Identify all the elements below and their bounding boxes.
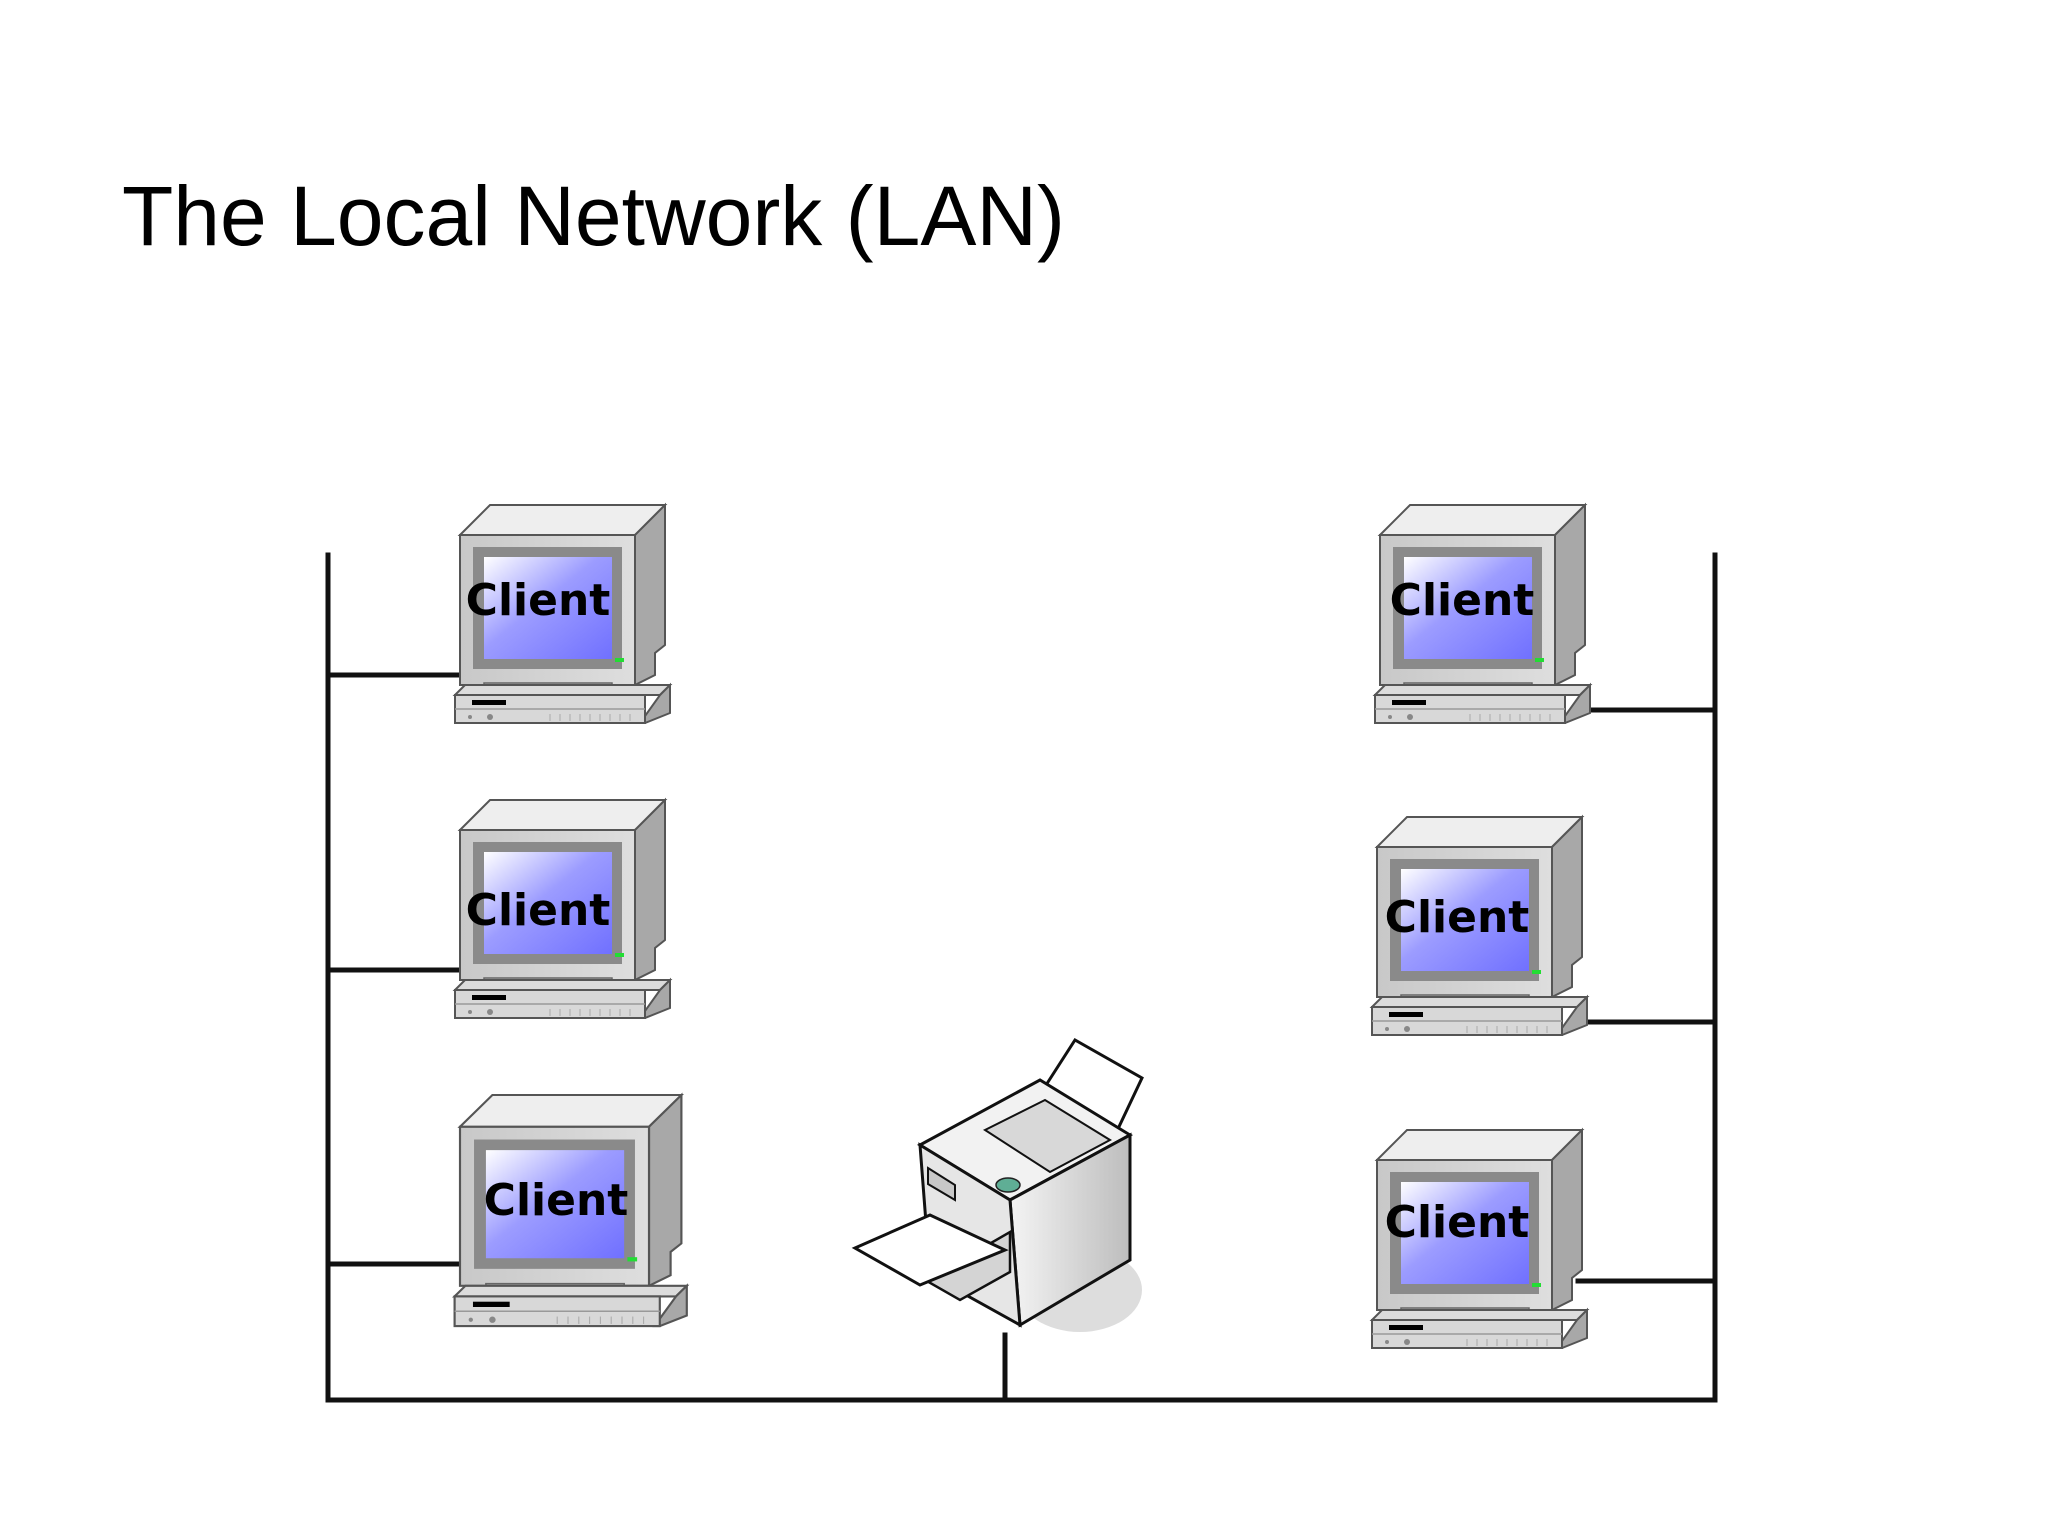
client-computer-left-2: Client: [454, 799, 671, 1019]
client-computer-left-3: Client: [453, 1093, 688, 1328]
client-computer-left-1: Client: [454, 504, 671, 724]
slide-title: The Local Network (LAN): [122, 169, 1065, 263]
client-label: Client: [466, 575, 611, 626]
client-computer-right-1: Client: [1374, 504, 1591, 724]
client-computer-right-3: Client: [1371, 1129, 1588, 1349]
client-label: Client: [466, 885, 611, 936]
client-label: Client: [1385, 1197, 1530, 1248]
client-computer-right-2: Client: [1371, 816, 1588, 1036]
client-label: Client: [1390, 575, 1535, 626]
client-label: Client: [484, 1175, 629, 1226]
printer-icon: [851, 1037, 1144, 1332]
network-cables: [325, 552, 1718, 1403]
client-label: Client: [1385, 892, 1530, 943]
